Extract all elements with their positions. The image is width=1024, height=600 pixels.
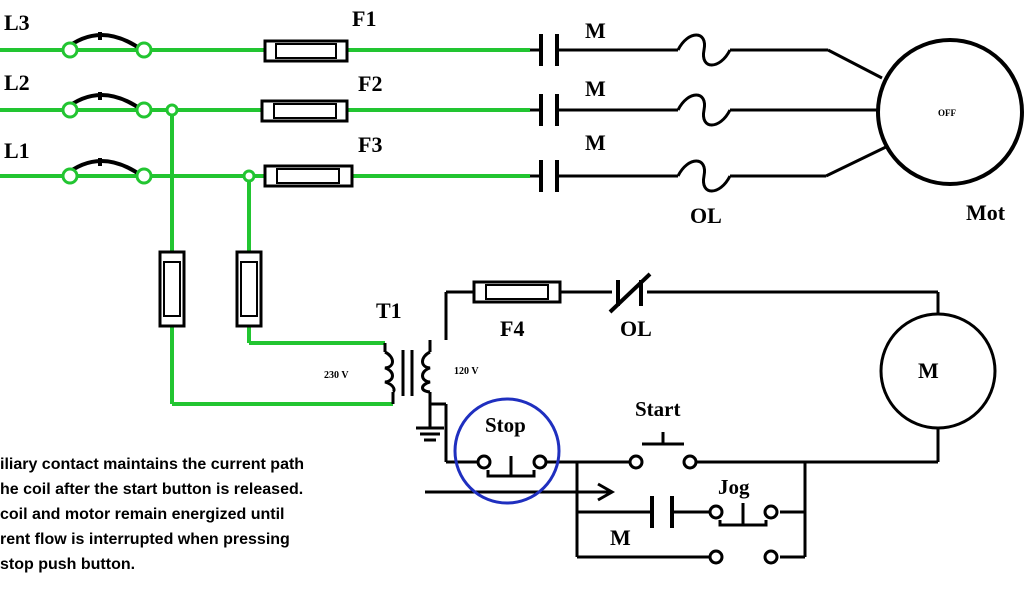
- label-f1: F1: [352, 6, 376, 31]
- stop-highlight-circle: [453, 397, 561, 505]
- note-line: iliary contact maintains the current pat…: [0, 456, 305, 473]
- coil-circle: [879, 312, 997, 430]
- control-wires: [383, 290, 940, 559]
- label-l3: L3: [4, 10, 30, 35]
- start-button[interactable]: [628, 432, 698, 470]
- label-f4: F4: [500, 316, 524, 341]
- energized-wires: [0, 48, 530, 406]
- ol-nc-contact: [608, 272, 652, 314]
- switch-terminals: [61, 41, 256, 185]
- motor-circle: [876, 38, 1024, 186]
- label-v-secondary: 120 V: [454, 366, 479, 377]
- jog-button[interactable]: [708, 503, 779, 565]
- label-jog: Jog: [718, 475, 750, 499]
- label-contact-m1: M: [585, 18, 606, 43]
- f4-fuse: [472, 280, 562, 304]
- label-v-primary: 230 V: [324, 370, 349, 381]
- label-start: Start: [635, 397, 681, 421]
- explanation-note: iliary contact maintains the current pat…: [0, 452, 430, 577]
- stop-button[interactable]: [476, 454, 548, 478]
- note-line: stop push button.: [0, 556, 136, 573]
- label-contact-m2: M: [585, 76, 606, 101]
- note-line: coil and motor remain energized until: [0, 506, 285, 523]
- label-t1: T1: [376, 298, 402, 323]
- main-contacts: [539, 34, 559, 192]
- label-coil: M: [918, 358, 939, 383]
- control-fuses: [158, 250, 263, 328]
- overload-heaters: [676, 33, 732, 193]
- label-stop: Stop: [485, 413, 526, 437]
- transformer: [384, 350, 431, 396]
- label-l1: L1: [4, 138, 30, 163]
- motor-state: OFF: [938, 108, 956, 118]
- motor-wires: [530, 48, 889, 178]
- label-ol-power: OL: [690, 203, 722, 228]
- label-aux-contact: M: [610, 525, 631, 550]
- label-ol-control: OL: [620, 316, 652, 341]
- power-fuses: [260, 39, 354, 188]
- label-motor: Mot: [966, 200, 1006, 225]
- note-line: he coil after the start button is releas…: [0, 481, 304, 498]
- label-contact-m3: M: [585, 130, 606, 155]
- aux-contact: [650, 496, 674, 528]
- label-f3: F3: [358, 132, 382, 157]
- label-f2: F2: [358, 71, 382, 96]
- label-l2: L2: [4, 70, 30, 95]
- note-line: rent flow is interrupted when pressing: [0, 531, 290, 548]
